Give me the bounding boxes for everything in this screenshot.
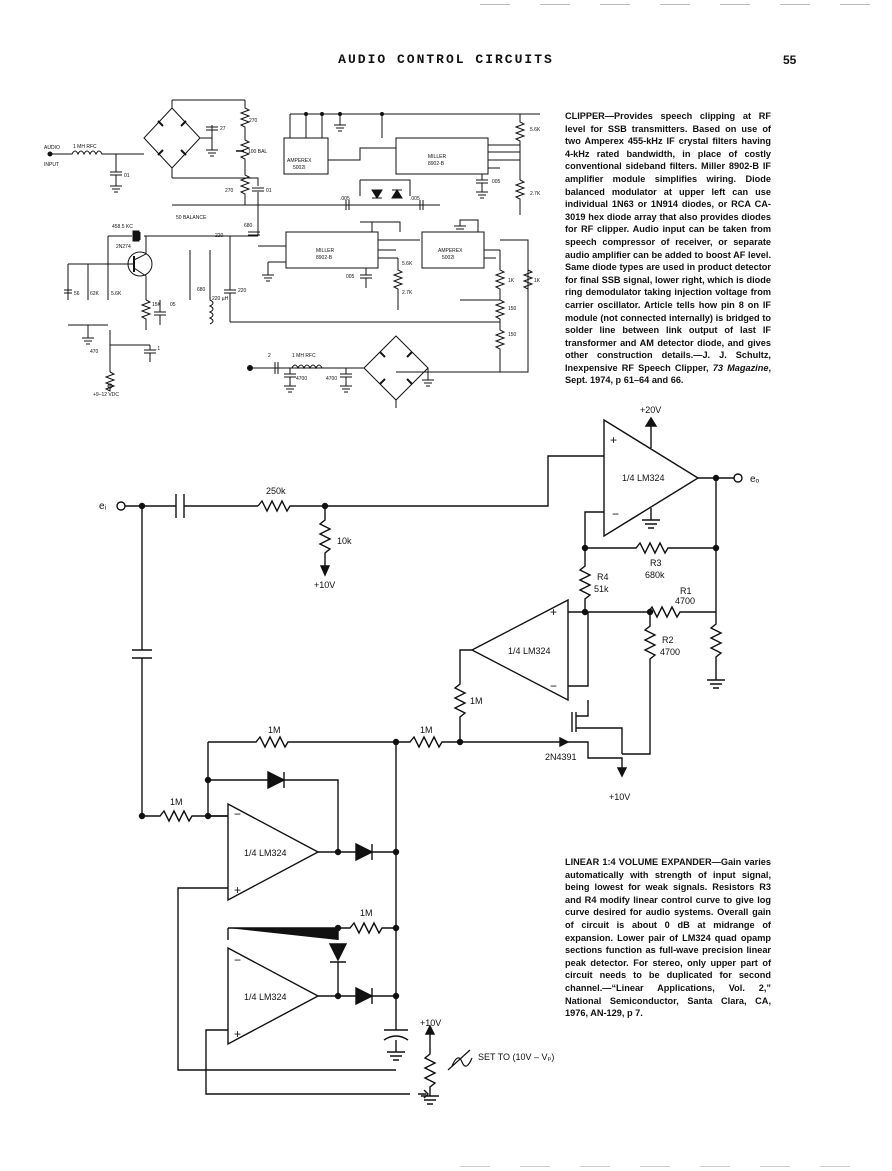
- clipper-label-bal50: 50 BALANCE: [176, 215, 207, 221]
- clipper-label-rfc2: 1 MH RFC: [292, 353, 316, 359]
- svg-text:+: +: [610, 433, 617, 447]
- clipper-label-r220: 220: [215, 233, 224, 239]
- clipper-label-c680a: 680: [197, 287, 206, 293]
- svg-text:−: −: [550, 679, 557, 693]
- scan-artifact-bottom: [460, 1166, 860, 1167]
- clipper-label-supply: +9–12 VDC: [93, 392, 119, 398]
- clipper-label-amperex2: AMPEREX: [438, 248, 463, 254]
- clipper-label-c1: .1: [156, 346, 160, 352]
- svg-text:+: +: [234, 1027, 241, 1041]
- clipper-label-c005b: .005: [340, 196, 350, 202]
- clipper-label-miller2: MILLER: [316, 248, 334, 254]
- clipper-label-r1kb: 1K: [534, 278, 541, 284]
- clipper-label-r270a: 270: [249, 118, 258, 124]
- scan-artifact-top: [480, 4, 880, 5]
- expander-label-r3v: 680k: [645, 570, 665, 580]
- clipper-label-r56k: 5.6K: [111, 291, 122, 297]
- expander-label-v10b: +10V: [609, 792, 630, 802]
- page-number: 55: [783, 53, 797, 67]
- expander-label-v10c: +10V: [420, 1018, 441, 1028]
- clipper-label-r1k: 1K: [508, 278, 515, 284]
- clipper-caption-body: —Provides speech clipping at RF level fo…: [565, 111, 771, 373]
- clipper-label-c005c: .005: [410, 196, 420, 202]
- expander-label-opamp-mid: 1/4 LM324: [508, 646, 551, 656]
- expander-label-r2v: 4700: [660, 647, 680, 657]
- clipper-label-input: INPUT: [44, 162, 59, 168]
- clipper-label-c4700a: 4700: [296, 376, 307, 382]
- expander-label-m1-c: 1M: [360, 908, 373, 918]
- clipper-label-bal: 100 BAL: [248, 149, 267, 155]
- expander-label-r4: R4: [597, 572, 609, 582]
- clipper-label-c56: 56: [74, 291, 80, 297]
- clipper-label-r56kc: 5.6K: [402, 261, 413, 267]
- page-header-title: AUDIO CONTROL CIRCUITS: [338, 52, 554, 67]
- expander-label-fet: 2N4391: [545, 752, 577, 762]
- clipper-label-r56kb: 5.6K: [530, 127, 541, 133]
- clipper-label-rfc1: 1 MH RFC: [73, 144, 97, 150]
- clipper-label-r150: 150: [508, 306, 517, 312]
- clipper-label-amperex2-id: 5002I: [442, 255, 455, 261]
- expander-caption-body: —Gain varies automatically with strength…: [565, 857, 771, 1019]
- clipper-label-c005d: 005: [346, 274, 355, 280]
- svg-text:−: −: [234, 807, 241, 821]
- clipper-label-audio: AUDIO: [44, 145, 60, 151]
- clipper-label-q1: 2N274: [116, 244, 131, 250]
- clipper-label-r150b: 150: [508, 332, 517, 338]
- clipper-label-xtal: 458.5 KC: [112, 224, 133, 230]
- expander-label-r1: R1: [680, 586, 692, 596]
- clipper-label-amperex1-id: 5002I: [293, 165, 306, 171]
- expander-label-r250k: 250k: [266, 486, 286, 496]
- expander-label-m1-b: 1M: [420, 725, 433, 735]
- expander-label-opamp-b: 1/4 LM324: [244, 992, 287, 1002]
- clipper-label-c27: 27: [220, 126, 226, 132]
- expander-label-opamp-a: 1/4 LM324: [244, 848, 287, 858]
- clipper-label-n2: 2: [268, 353, 271, 359]
- expander-label-r3: R3: [650, 558, 662, 568]
- clipper-label-c4700b: 4700: [326, 376, 337, 382]
- expander-label-m1-a: 1M: [268, 725, 281, 735]
- clipper-label-r270b: 270: [225, 188, 234, 194]
- clipper-caption-head: CLIPPER: [565, 111, 605, 121]
- expander-label-r1v: 4700: [675, 596, 695, 606]
- clipper-label-uh: 220 µH: [212, 296, 229, 302]
- expander-label-ei: eᵢ: [99, 501, 107, 512]
- svg-text:−: −: [234, 953, 241, 967]
- expander-label-eo: eₒ: [750, 474, 760, 485]
- expander-label-opamp-top: 1/4 LM324: [622, 473, 665, 483]
- expander-label-r4v: 51k: [594, 584, 609, 594]
- svg-text:−: −: [612, 507, 619, 521]
- expander-label-v10a: +10V: [314, 580, 335, 590]
- clipper-label-c01b: 01: [266, 188, 272, 194]
- expander-label-m1-fb: 1M: [470, 696, 483, 706]
- clipper-caption-tail: , Sept. 1974, p 61–64 and 66.: [565, 362, 771, 386]
- clipper-label-c220: 220: [238, 288, 247, 294]
- clipper-label-miller2-id: 8902-B: [316, 255, 333, 261]
- clipper-label-r62k: 62K: [90, 291, 100, 297]
- clipper-label-c05: 05: [170, 302, 176, 308]
- clipper-caption: CLIPPER—Provides speech clipping at RF l…: [565, 110, 771, 387]
- svg-text:+: +: [550, 605, 557, 619]
- expander-caption-head: LINEAR 1:4 VOLUME EXPANDER: [565, 857, 712, 867]
- svg-text:+: +: [234, 883, 241, 897]
- expander-caption: LINEAR 1:4 VOLUME EXPANDER—Gain varies a…: [565, 856, 771, 1020]
- clipper-label-c680b: 680: [244, 223, 253, 229]
- expander-label-v20: +20V: [640, 405, 661, 415]
- clipper-label-c01a: 01: [124, 173, 130, 179]
- clipper-label-r15k: 15K: [152, 302, 162, 308]
- clipper-label-c005a: 005: [492, 179, 501, 185]
- clipper-label-amperex1: AMPEREX: [287, 158, 312, 164]
- expander-label-r10k: 10k: [337, 536, 352, 546]
- clipper-label-miller1: MILLER: [428, 154, 446, 160]
- expander-label-set: SET TO (10V – Vₚ): [478, 1052, 554, 1062]
- expander-label-m1-in: 1M: [170, 797, 183, 807]
- clipper-label-r27kb: 2.7K: [402, 290, 413, 296]
- clipper-label-r27k: 2.7K: [530, 191, 541, 197]
- clipper-caption-journal: 73 Magazine: [712, 362, 769, 373]
- clipper-label-r470: 470: [90, 349, 99, 355]
- expander-label-r2: R2: [662, 635, 674, 645]
- clipper-label-miller1-id: 8902-B: [428, 161, 445, 167]
